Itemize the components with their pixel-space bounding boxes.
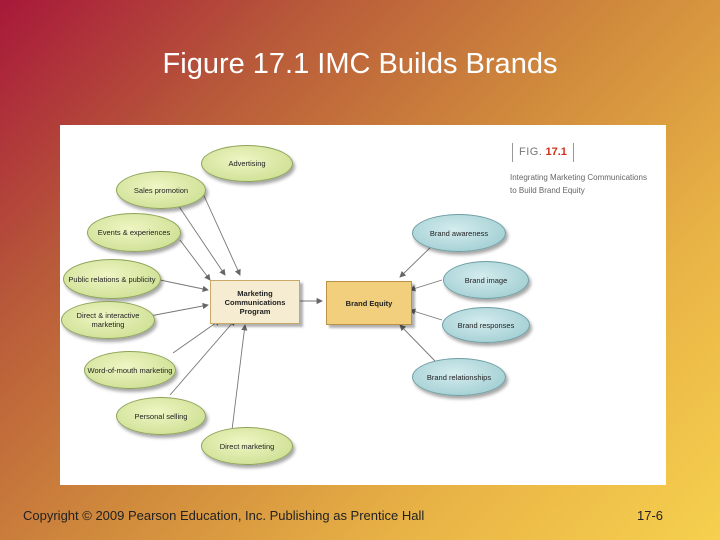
figure-caption-line1: Integrating Marketing Communications bbox=[510, 173, 647, 182]
node-advertising: Advertising bbox=[201, 145, 293, 182]
arrow-awareness bbox=[399, 242, 436, 278]
figure-panel: FIG. 17.1 Integrating Marketing Communic… bbox=[60, 125, 666, 485]
arrow-direct-interactive bbox=[149, 302, 209, 317]
node-word-of-mouth: Word-of-mouth marketing bbox=[84, 351, 176, 389]
node-personal-selling: Personal selling bbox=[116, 397, 206, 435]
node-brand-responses: Brand responses bbox=[442, 307, 530, 343]
arrow-personal-selling bbox=[169, 319, 236, 396]
page-number: 17-6 bbox=[637, 508, 664, 523]
copyright-notice: Copyright © 2009 Pearson Education, Inc.… bbox=[23, 508, 425, 523]
node-brand-awareness: Brand awareness bbox=[412, 214, 506, 252]
node-direct-marketing: Direct marketing bbox=[201, 427, 293, 465]
node-brand-relationships: Brand relationships bbox=[412, 358, 506, 396]
arrow-responses bbox=[409, 308, 443, 321]
figure-caption: Integrating Marketing Communications to … bbox=[510, 171, 660, 197]
arrow-sales-promotion bbox=[177, 204, 226, 276]
node-public-relations: Public relations & publicity bbox=[63, 259, 161, 299]
figure-label-number: 17.1 bbox=[545, 146, 567, 158]
figure-label-prefix: FIG. bbox=[519, 146, 543, 158]
arrow-direct-marketing bbox=[231, 324, 248, 431]
node-events-experiences: Events & experiences bbox=[87, 213, 181, 252]
arrow-advertising bbox=[199, 186, 241, 276]
arrow-public-relations bbox=[159, 279, 209, 292]
arrow-image bbox=[409, 279, 443, 292]
node-sales-promotion: Sales promotion bbox=[116, 171, 206, 209]
figure-caption-line2: to Build Brand Equity bbox=[510, 186, 585, 195]
arrow-relationships bbox=[399, 324, 436, 362]
marketing-communications-program-box: Marketing Communications Program bbox=[210, 280, 300, 324]
arrow-word-of-mouth bbox=[172, 319, 221, 354]
node-brand-image: Brand image bbox=[443, 261, 529, 299]
figure-label: FIG. 17.1 bbox=[512, 143, 574, 162]
brand-equity-box: Brand Equity bbox=[326, 281, 412, 325]
arrow-events bbox=[179, 239, 211, 281]
connector-lines bbox=[149, 186, 443, 431]
slide-title: Figure 17.1 IMC Builds Brands bbox=[162, 48, 558, 80]
node-direct-interactive: Direct & interactive marketing bbox=[61, 301, 155, 339]
